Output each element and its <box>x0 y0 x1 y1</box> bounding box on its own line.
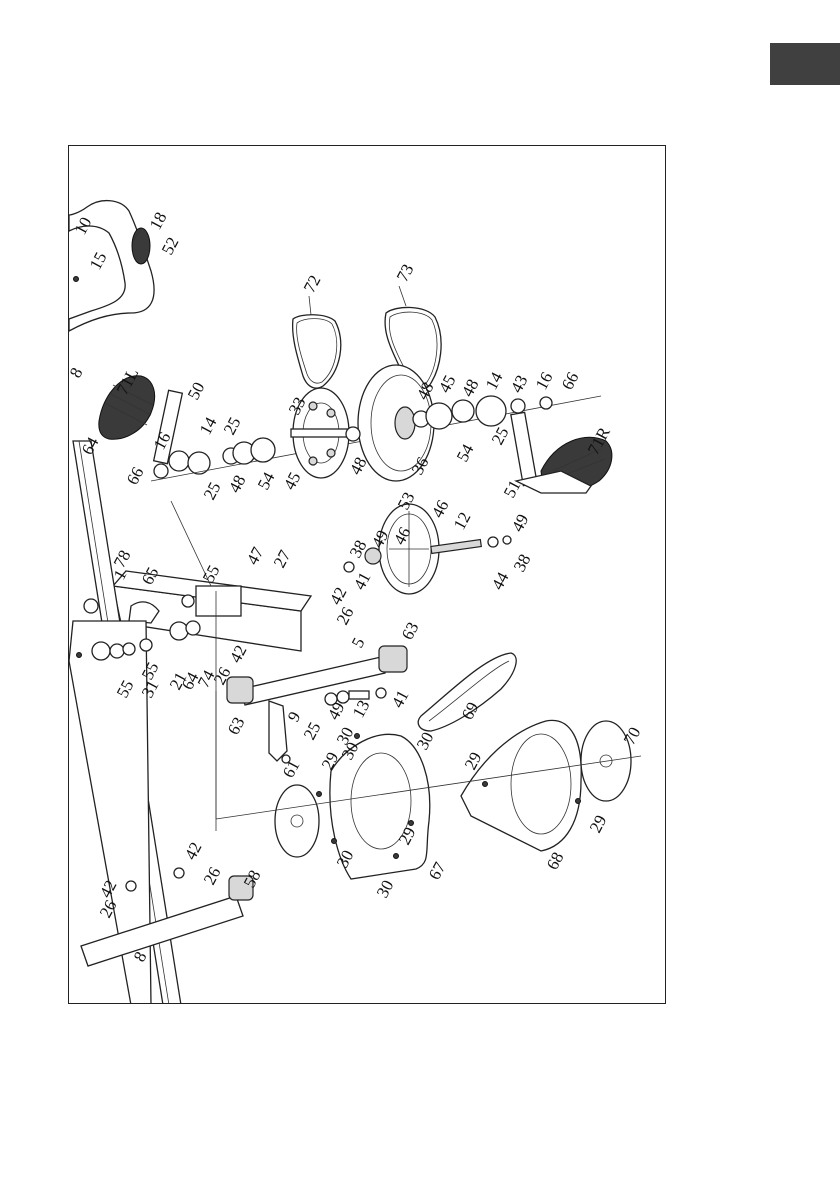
label-47: 47 <box>243 544 268 568</box>
label-45a: 45 <box>280 469 305 493</box>
label-25b: 25 <box>200 479 225 503</box>
label-49a: 49 <box>508 511 533 535</box>
label-15: 15 <box>86 249 111 273</box>
label-38b: 38 <box>510 551 535 575</box>
label-45b: 45 <box>435 372 460 396</box>
label-41a: 41 <box>350 569 375 593</box>
label-5: 5 <box>348 634 369 650</box>
label-26c: 26 <box>200 864 225 888</box>
label-43: 43 <box>507 372 532 396</box>
pulse-sensor-icon <box>132 228 150 264</box>
label-66a: 66 <box>123 464 148 488</box>
label-72: 72 <box>300 272 325 296</box>
label-67: 67 <box>425 859 450 883</box>
label-41b: 41 <box>388 687 413 711</box>
label-54a: 54 <box>254 469 279 493</box>
label-52: 52 <box>158 234 183 258</box>
label-30c: 30 <box>413 729 438 753</box>
label-46a: 46 <box>428 497 453 521</box>
label-48a: 48 <box>225 472 250 496</box>
label-54b: 54 <box>453 441 478 465</box>
label-42a: 42 <box>326 584 351 608</box>
label-14b: 14 <box>482 369 507 393</box>
left-bearing-stack <box>223 438 275 464</box>
label-14a: 14 <box>196 414 221 438</box>
label-9: 9 <box>284 708 305 724</box>
label-66b: 66 <box>558 369 583 393</box>
label-42b: 42 <box>226 642 251 666</box>
label-8a: 8 <box>69 364 87 380</box>
label-48d: 48 <box>458 376 483 400</box>
label-13: 13 <box>349 697 374 721</box>
right-bearing-stack <box>413 396 552 429</box>
label-16b: 16 <box>532 369 557 393</box>
label-25d: 25 <box>300 719 325 743</box>
language-tab <box>770 43 840 85</box>
label-27: 27 <box>270 547 295 571</box>
label-68: 68 <box>543 849 568 873</box>
label-25a: 25 <box>220 414 245 438</box>
label-42c: 42 <box>181 839 206 863</box>
label-12: 12 <box>450 509 475 533</box>
label-30e: 30 <box>373 877 398 901</box>
label-26a: 26 <box>333 604 358 628</box>
label-63a: 63 <box>398 619 423 643</box>
label-73: 73 <box>393 261 418 285</box>
label-18: 18 <box>146 209 171 233</box>
exploded-view-drawing: 10 18 52 15 8 72 73 71L 50 33 64 14 25 1… <box>69 146 666 1004</box>
label-29c: 29 <box>586 812 611 836</box>
label-50: 50 <box>184 379 209 403</box>
exploded-diagram-frame: 10 18 52 15 8 72 73 71L 50 33 64 14 25 1… <box>68 145 666 1004</box>
label-44: 44 <box>488 569 513 593</box>
label-25c: 25 <box>488 424 513 448</box>
label-63b: 63 <box>224 714 249 738</box>
